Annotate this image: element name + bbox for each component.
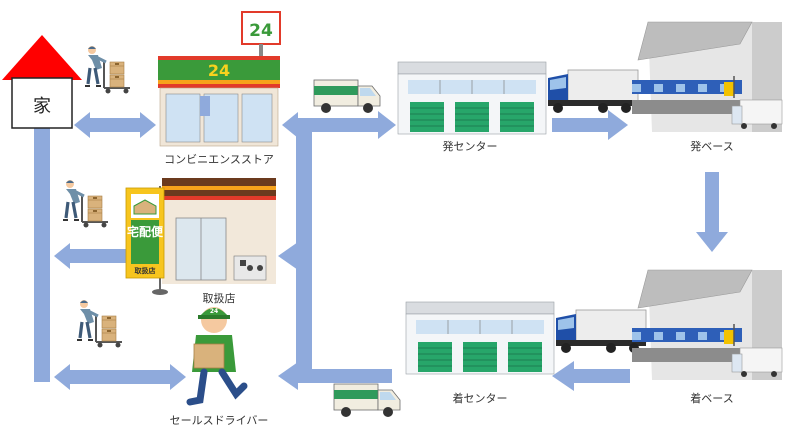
- driver-cap-label: 24: [210, 308, 218, 315]
- store-spine-line: [296, 119, 312, 370]
- arrival-base-label: 着ベース: [690, 392, 734, 405]
- agent-banner-sub-text: 取扱店: [135, 266, 156, 275]
- arrival-base-icon: [631, 269, 783, 381]
- arrow-center-to-driver: [278, 362, 392, 390]
- arrow-to-agent: [278, 242, 298, 270]
- worker-with-cart-icon: [85, 46, 130, 94]
- arrow-store-to-center: [282, 111, 396, 139]
- arrival-center-label: 着センター: [452, 392, 508, 405]
- agent-store-icon: [125, 178, 276, 295]
- sales-driver-icon: [186, 307, 248, 406]
- arrow-base-to-center: [552, 361, 630, 391]
- home-spine-line: [34, 128, 50, 382]
- store-awning-label: 24: [208, 61, 230, 80]
- departure-center-icon: [397, 61, 547, 135]
- delivery-van-icon: [313, 79, 381, 114]
- sales-driver-label: セールスドライバー: [169, 414, 269, 427]
- arrow-center-to-base: [552, 110, 628, 140]
- home-icon: [2, 35, 82, 129]
- departure-base-label: 発ベース: [690, 140, 734, 153]
- departure-center-label: 発センター: [442, 140, 498, 153]
- agent-banner-main-text: 宅配便: [127, 224, 164, 239]
- store-sign-label: 24: [249, 21, 273, 41]
- worker-with-cart-icon: [77, 300, 122, 348]
- agent-store-label: 取扱店: [202, 292, 236, 305]
- arrow-base-to-base: [696, 172, 728, 252]
- arrow-home-driver: [54, 364, 186, 390]
- departure-base-icon: [631, 21, 783, 133]
- arrival-center-icon: [405, 301, 555, 375]
- convenience-store-label: コンビニエンスストア: [164, 153, 274, 166]
- worker-with-cart-icon: [63, 180, 108, 228]
- flow-arrows: [34, 110, 728, 391]
- arrow-home-store: [74, 112, 156, 138]
- delivery-van-icon: [333, 383, 401, 418]
- large-truck-icon: [547, 69, 639, 114]
- home-label: 家: [33, 96, 51, 117]
- convenience-store-icon: [158, 11, 281, 147]
